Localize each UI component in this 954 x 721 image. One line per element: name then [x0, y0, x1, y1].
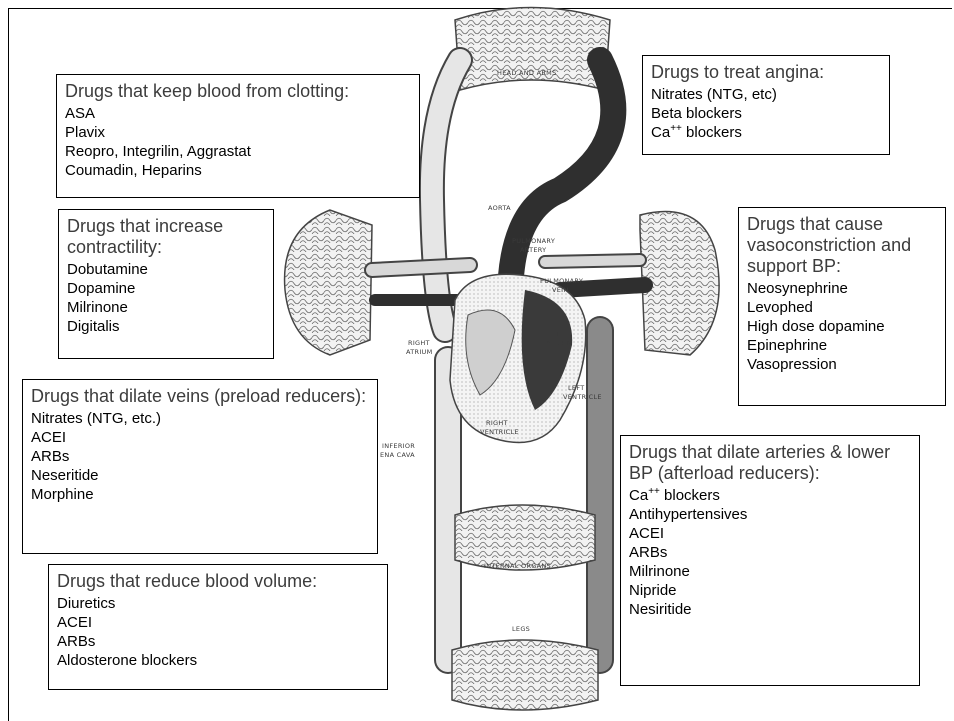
anticoagulant-drugs-box: Drugs that keep blood from clotting: ASA…: [56, 74, 420, 198]
vasoconstriction-list: Neosynephrine Levophed High dose dopamin…: [747, 279, 937, 374]
list-item: ARBs: [57, 632, 379, 651]
label-pulmonary-artery-2: ARTERY: [520, 246, 546, 254]
list-item: Dopamine: [67, 279, 265, 298]
label-left-ventricle-1: LEFT: [568, 384, 585, 392]
afterload-reducer-drugs-box: Drugs that dilate arteries & lower BP (a…: [620, 435, 920, 686]
list-item: Ca++ blockers: [651, 123, 881, 142]
label-left-atrium-1: LEFT: [548, 330, 565, 338]
list-item: ACEI: [31, 428, 369, 447]
list-item: Vasopression: [747, 355, 937, 374]
label-right-atrium-2: ATRIUM: [406, 348, 433, 356]
list-item: Levophed: [747, 298, 937, 317]
ca-text: Ca: [651, 124, 670, 141]
head-arms-capillary-bed: HEAD AND ARMS: [455, 8, 610, 91]
legs-capillary-bed: LEGS: [452, 625, 598, 710]
list-item: Antihypertensives: [629, 505, 911, 524]
label-pulmonary-artery-1: PULMONARY: [512, 237, 555, 245]
blood-volume-list: Diuretics ACEI ARBs Aldosterone blockers: [57, 594, 379, 670]
list-item: ARBs: [31, 447, 369, 466]
contractility-heading: Drugs that increase contractility:: [67, 216, 267, 258]
angina-heading: Drugs to treat angina:: [651, 62, 881, 83]
list-item: ARBs: [629, 543, 911, 562]
contractility-drugs-box: Drugs that increase contractility: Dobut…: [58, 209, 274, 359]
list-item: Reopro, Integrilin, Aggrastat: [65, 142, 411, 161]
preload-list: Nitrates (NTG, etc.) ACEI ARBs Neseritid…: [31, 409, 369, 504]
superscript-plus: ++: [648, 486, 660, 497]
list-item: Nitrates (NTG, etc): [651, 85, 881, 104]
list-item: Milrinone: [67, 298, 265, 317]
label-inferior-vena-cava-2: ENA CAVA: [380, 451, 415, 459]
list-item: ASA: [65, 104, 411, 123]
label-pulmonary-vein-1: PULMONARY: [540, 277, 583, 285]
preload-heading: Drugs that dilate veins (preload reducer…: [31, 386, 371, 407]
angina-list: Nitrates (NTG, etc) Beta blockers Ca++ b…: [651, 85, 881, 142]
list-item: Plavix: [65, 123, 411, 142]
label-internal-organs: INTERNAL ORGANS: [484, 562, 551, 570]
preload-reducer-drugs-box: Drugs that dilate veins (preload reducer…: [22, 379, 378, 554]
blood-volume-heading: Drugs that reduce blood volume:: [57, 571, 379, 592]
list-item: Nesiritide: [629, 600, 911, 619]
left-lung-capillary-bed: [285, 210, 372, 355]
list-item: Ca++ blockers: [629, 486, 911, 505]
label-right-ventricle-2: VENTRICLE: [480, 428, 519, 436]
label-aorta: AORTA: [488, 204, 511, 212]
list-item: High dose dopamine: [747, 317, 937, 336]
heart: [450, 274, 586, 442]
contractility-list: Dobutamine Dopamine Milrinone Digitalis: [67, 260, 265, 336]
list-item: Milrinone: [629, 562, 911, 581]
list-item: Diuretics: [57, 594, 379, 613]
afterload-heading: Drugs that dilate arteries & lower BP (a…: [629, 442, 917, 484]
list-item: Epinephrine: [747, 336, 937, 355]
superscript-plus: ++: [670, 123, 682, 134]
label-head-and-arms: HEAD AND ARMS: [497, 69, 557, 77]
list-item: Nitrates (NTG, etc.): [31, 409, 369, 428]
list-item: Dobutamine: [67, 260, 265, 279]
label-left-atrium-2: ATRIUM: [546, 339, 573, 347]
list-item: ACEI: [57, 613, 379, 632]
vasoconstriction-drugs-box: Drugs that cause vasoconstriction and su…: [738, 207, 946, 406]
list-item: Neosynephrine: [747, 279, 937, 298]
vasoconstriction-heading: Drugs that cause vasoconstriction and su…: [747, 214, 937, 277]
angina-drugs-box: Drugs to treat angina: Nitrates (NTG, et…: [642, 55, 890, 155]
list-item: Coumadin, Heparins: [65, 161, 411, 180]
list-item: Morphine: [31, 485, 369, 504]
internal-organs-capillary-bed: INTERNAL ORGANS: [455, 505, 595, 570]
list-item: Neseritide: [31, 466, 369, 485]
anticoagulant-heading: Drugs that keep blood from clotting:: [65, 81, 411, 102]
label-right-ventricle-1: RIGHT: [486, 419, 508, 427]
label-legs: LEGS: [512, 625, 530, 633]
afterload-list: Ca++ blockers Antihypertensives ACEI ARB…: [629, 486, 911, 619]
label-left-ventricle-2: VENTRICLE: [563, 393, 602, 401]
blockers-text: blockers: [682, 124, 742, 141]
label-right-atrium-1: RIGHT: [408, 339, 430, 347]
list-item: Nipride: [629, 581, 911, 600]
list-item: Aldosterone blockers: [57, 651, 379, 670]
label-pulmonary-vein-2: VEIN: [552, 286, 569, 294]
list-item: Beta blockers: [651, 104, 881, 123]
list-item: Digitalis: [67, 317, 265, 336]
blood-volume-drugs-box: Drugs that reduce blood volume: Diuretic…: [48, 564, 388, 690]
list-item: ACEI: [629, 524, 911, 543]
anticoagulant-list: ASA Plavix Reopro, Integrilin, Aggrastat…: [65, 104, 411, 180]
ca-text: Ca: [629, 487, 648, 504]
label-inferior-vena-cava-1: INFERIOR: [382, 442, 415, 450]
blockers-text: blockers: [660, 487, 720, 504]
